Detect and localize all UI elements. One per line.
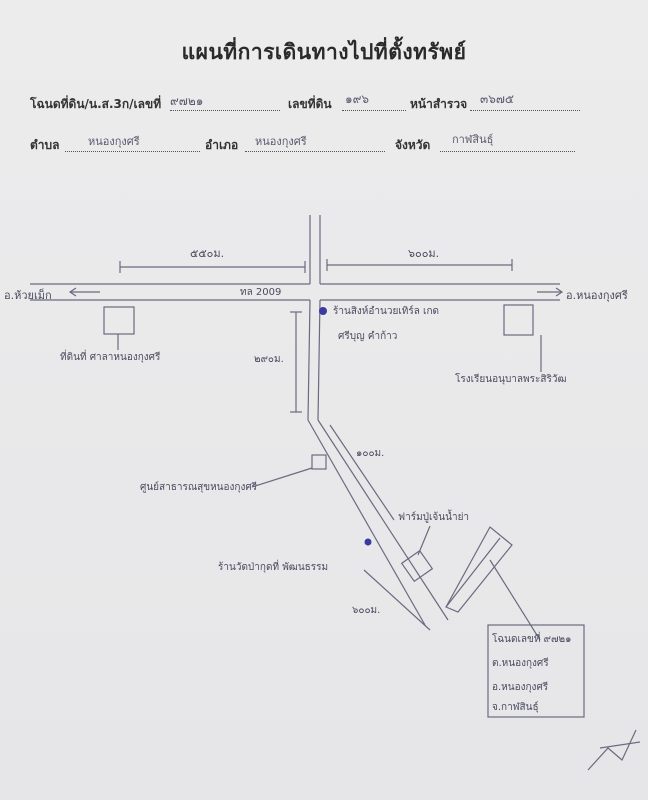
land-no-value: ๑๙๖ — [345, 92, 370, 106]
box-left-label: ที่ดินที่ ศาลาหนองกุงศรี — [60, 352, 161, 363]
dest-right-label: อ.หนองกุงศรี — [566, 289, 628, 302]
info-line3: อ.หนองกุงศรี — [492, 682, 549, 693]
info-box-border — [487, 624, 585, 718]
road-label: ทล 2009 — [240, 287, 282, 298]
dest-left-label: อ.ห้วยเม็ก — [4, 289, 52, 302]
dist-diag2-label: ๖๐๐ม. — [352, 605, 381, 616]
province-value: กาฬสินธุ์ — [452, 133, 494, 146]
dist-diag1-label: ๑๐๐ม. — [356, 448, 385, 459]
hut-building — [400, 549, 434, 583]
province-label: จังหวัด — [395, 138, 431, 152]
info-line2: ต.หนองกุงศรี — [492, 658, 549, 669]
deed-value: ๙๗๒๑ — [170, 94, 204, 108]
deed-dots — [170, 110, 280, 111]
junction-landmark2-label: ศรีบุญ คำก้าว — [338, 331, 398, 342]
dist-vertical-label: ๒๙๐ม. — [254, 354, 284, 365]
info-line1: โฉนดเลขที่ ๙๗๒๑ — [492, 634, 572, 645]
box-left — [103, 306, 135, 335]
hut-label: ฟาร์มปู่เจ้นน้ำย่า — [398, 512, 470, 523]
box-right — [503, 304, 534, 336]
province-dots — [440, 151, 575, 152]
survey-value: ๓๖๗๕ — [480, 92, 514, 106]
dist-diag1-line — [329, 424, 395, 521]
amphoe-label: อำเภอ — [205, 138, 239, 152]
info-line4: จ.กาฬสินธุ์ — [492, 702, 539, 713]
dist-right-label: ๖๐๐ม. — [408, 247, 440, 260]
amphoe-dots — [245, 151, 385, 152]
box-right-label: โรงเรียนอนุบาลพระสิริวัฒ — [455, 374, 567, 385]
dist-left-label: ๕๕๐ม. — [190, 247, 225, 260]
shop-marker — [364, 538, 372, 546]
property-parcel — [445, 526, 513, 613]
dist-diag2-line — [363, 569, 431, 631]
tambon-value: หนองกุงศรี — [88, 135, 140, 148]
land-no-label: เลขที่ดิน — [288, 97, 332, 111]
office-label: ศูนย์สาธารณสุขหนองกุงศรี — [140, 482, 258, 493]
page-title: แผนที่การเดินทางไปที่ตั้งทรัพย์ — [181, 40, 467, 64]
tambon-label: ตำบล — [30, 138, 60, 152]
deed-label: โฉนดที่ดิน/น.ส.3ก/เลขที่ — [30, 97, 162, 111]
junction-landmark-label: ร้านสิงห์อำนวยเทิร์ล เกด — [333, 306, 439, 317]
tambon-dots — [65, 151, 200, 152]
road-diagonal-right — [317, 419, 449, 621]
office-building — [311, 454, 327, 470]
amphoe-value: หนองกุงศรี — [255, 135, 307, 148]
survey-dots — [470, 110, 580, 111]
road-diagonal-left — [307, 419, 426, 626]
road-vertical-right — [317, 299, 321, 421]
junction-marker — [319, 307, 327, 315]
road-vertical-left — [307, 299, 311, 421]
shop-label: ร้านวัดป่ากุดที่ พัฒนธรรม — [218, 562, 329, 573]
survey-label: หน้าสำรวจ — [410, 97, 468, 111]
land-no-dots — [342, 110, 406, 111]
